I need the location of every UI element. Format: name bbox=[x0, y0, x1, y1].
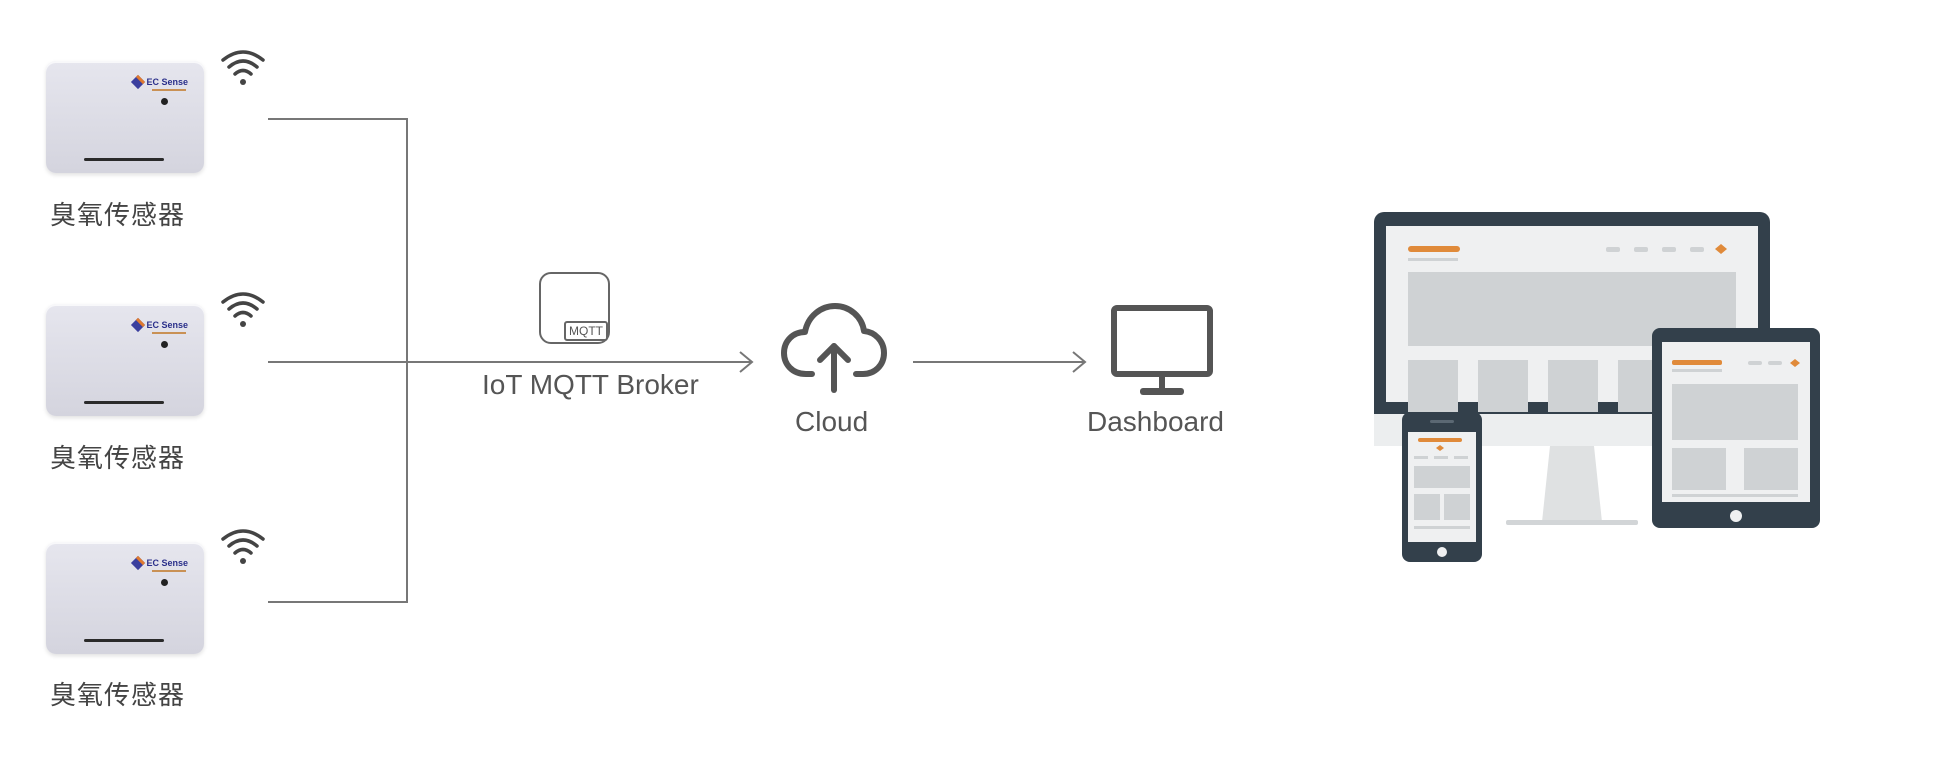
vent-slot bbox=[84, 158, 164, 161]
cloud-upload-icon bbox=[781, 303, 887, 393]
status-led bbox=[161, 341, 168, 348]
arrow-to-cloud-head bbox=[739, 351, 754, 373]
tablet-device bbox=[1652, 328, 1820, 528]
phone-device bbox=[1402, 412, 1482, 562]
sensor-label: 臭氧传感器 bbox=[50, 201, 186, 231]
ozone-sensor-device: EC Sense bbox=[46, 542, 204, 654]
ozone-sensor-device: EC Sense bbox=[46, 61, 204, 173]
wifi-icon bbox=[221, 292, 265, 327]
sensor-label: 臭氧传感器 bbox=[50, 681, 186, 711]
ec-sense-logo: EC Sense bbox=[131, 317, 188, 333]
responsive-devices-illustration bbox=[1374, 212, 1820, 562]
status-led bbox=[161, 98, 168, 105]
mqtt-badge: MQTT bbox=[564, 321, 608, 341]
mqtt-broker-icon: MQTT bbox=[539, 272, 610, 344]
broker-label: IoT MQTT Broker bbox=[482, 369, 699, 400]
ozone-sensor-device: EC Sense bbox=[46, 304, 204, 416]
sensor-1-line bbox=[268, 118, 408, 603]
dashboard-label: Dashboard bbox=[1087, 406, 1224, 437]
ec-sense-logo: EC Sense bbox=[131, 555, 188, 571]
ec-sense-logo: EC Sense bbox=[131, 74, 188, 90]
vent-slot bbox=[84, 639, 164, 642]
vent-slot bbox=[84, 401, 164, 404]
monitor-icon bbox=[1111, 305, 1213, 395]
arrow-to-dashboard-head bbox=[1072, 351, 1087, 373]
wifi-icon bbox=[221, 529, 265, 564]
wifi-icon bbox=[221, 50, 265, 85]
sensor-label: 臭氧传感器 bbox=[50, 444, 186, 474]
status-led bbox=[161, 579, 168, 586]
cloud-label: Cloud bbox=[795, 406, 869, 437]
